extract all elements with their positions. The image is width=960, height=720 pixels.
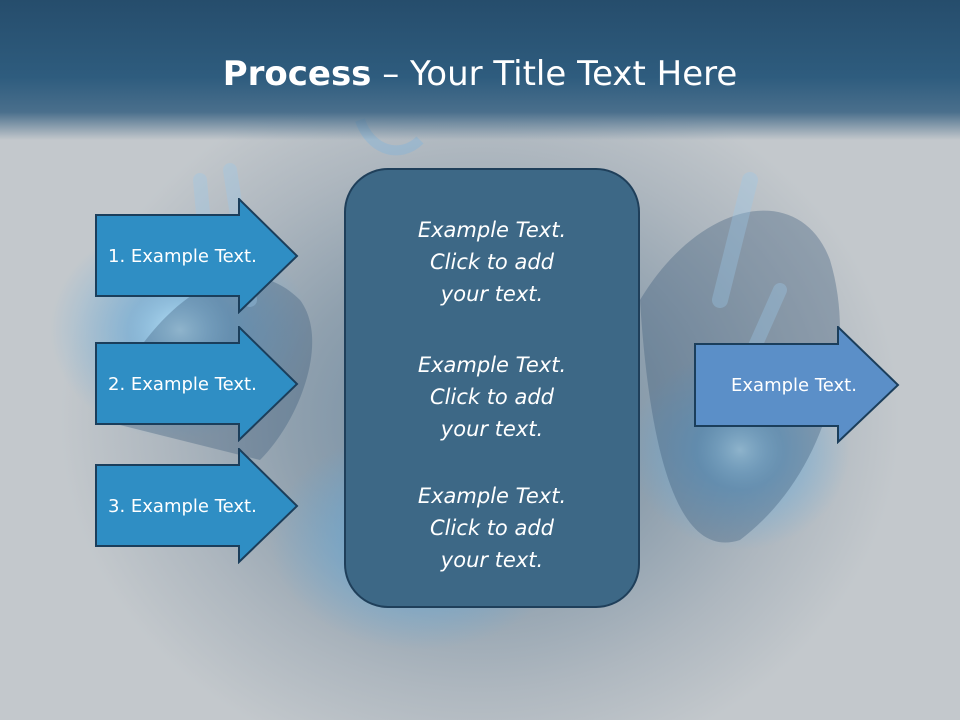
center-item-3-line3: your text. xyxy=(440,548,544,572)
page-title: Process – Your Title Text Here xyxy=(0,52,960,96)
arrow-shape-icon xyxy=(95,448,299,564)
center-item-2-line3: your text. xyxy=(440,417,544,441)
left-arrow-2-label: 2. Example Text. xyxy=(108,373,257,395)
center-text-box[interactable]: Example Text. Click to add your text. Ex… xyxy=(344,168,640,608)
left-arrow-2[interactable]: 2. Example Text. xyxy=(95,326,299,442)
arrow-shape-icon xyxy=(694,326,900,444)
arrow-shape-icon xyxy=(95,198,299,314)
center-item-2-line1: Example Text. xyxy=(417,353,567,377)
center-item-3[interactable]: Example Text. Click to add your text. xyxy=(346,480,638,576)
center-item-3-line2: Click to add xyxy=(429,516,554,540)
left-arrow-1-label: 1. Example Text. xyxy=(108,245,257,267)
right-arrow-label: Example Text. xyxy=(731,374,857,396)
arrow-shape-icon xyxy=(95,326,299,442)
title-bar xyxy=(0,0,960,140)
left-arrow-1[interactable]: 1. Example Text. xyxy=(95,198,299,314)
center-item-2[interactable]: Example Text. Click to add your text. xyxy=(346,349,638,445)
left-arrow-3-label: 3. Example Text. xyxy=(108,495,257,517)
center-item-3-line1: Example Text. xyxy=(417,484,567,508)
center-item-1-line2: Click to add xyxy=(429,250,554,274)
title-bold: Process xyxy=(222,54,372,94)
center-item-2-line2: Click to add xyxy=(429,385,554,409)
center-item-1[interactable]: Example Text. Click to add your text. xyxy=(346,214,638,310)
title-rest: – Your Title Text Here xyxy=(371,54,738,94)
center-item-1-line3: your text. xyxy=(440,282,544,306)
left-arrow-3[interactable]: 3. Example Text. xyxy=(95,448,299,564)
right-arrow[interactable]: Example Text. xyxy=(694,326,900,444)
center-item-1-line1: Example Text. xyxy=(417,218,567,242)
